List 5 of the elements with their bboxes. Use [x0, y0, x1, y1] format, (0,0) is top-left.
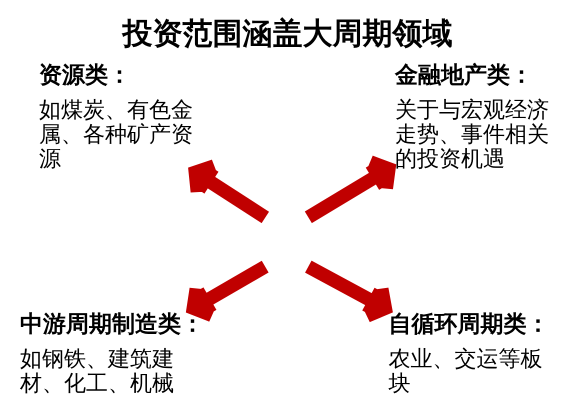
diagram-title: 投资范围涵盖大周期领域 — [122, 16, 452, 52]
node-text: 资源类： 如煤炭、有色金属、各种矿产资源 — [39, 60, 194, 172]
node-text: 金融地产类： 关于与宏观经济走势、事件相关的投资机遇 — [395, 60, 550, 172]
node-text: 中游周期制造类： 如钢铁、建筑建材、化工、机械 — [20, 310, 204, 396]
node-text: 自循环周期类： 农业、交运等板块 — [388, 310, 550, 396]
